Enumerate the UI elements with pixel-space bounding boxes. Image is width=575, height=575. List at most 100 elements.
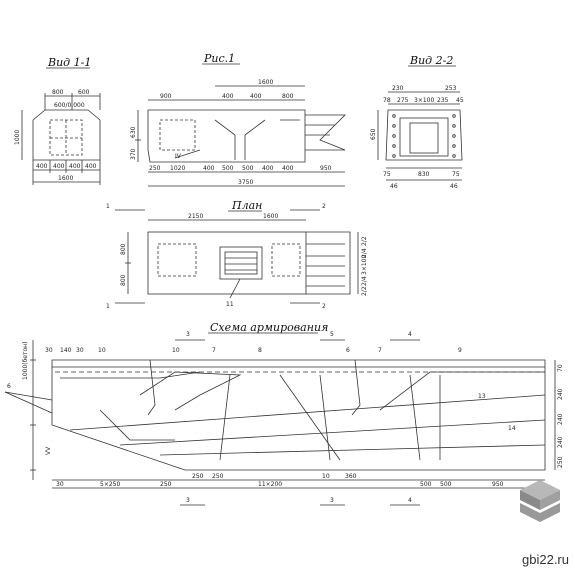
scheme-mark-8: 8 [258, 347, 262, 354]
dim-plan-top-0: 2150 [188, 213, 203, 220]
dim-plan-left-0: 800 [120, 243, 127, 255]
dim-fig-bot-2: 400 [203, 165, 215, 172]
dim-v22-bot2-1: 46 [450, 183, 458, 190]
dim-fig-bot-1: 1020 [170, 165, 185, 172]
title-fig-1: Рис.1 [203, 52, 235, 65]
dim-fig-bot-0: 250 [149, 165, 161, 172]
scheme-cut-3a: 3 [186, 331, 190, 338]
plan-drawing [115, 209, 359, 304]
scheme-mark-9: 9 [458, 347, 462, 354]
scheme-right-1: 240 [557, 388, 564, 400]
dim-v22-mid-4: 45 [456, 97, 464, 104]
title-view-2-2: Вид 2-2 [409, 54, 453, 67]
scheme-bot-7: 360 [345, 473, 357, 480]
dim-plan-right-0: 2/2 [361, 236, 368, 246]
dim-view11-bot-0: 400 [36, 163, 48, 170]
scheme-right-0: 70 [557, 364, 564, 372]
plan-section-2b: 2 [322, 303, 326, 310]
scheme-mark-7b: 7 [378, 347, 382, 354]
dim-view11-bot-1: 400 [53, 163, 65, 170]
scheme-left2: VV [45, 446, 52, 455]
scheme-bot-5: 11×200 [258, 481, 282, 488]
dim-plan-right-3: 2/4 [361, 276, 368, 286]
dim-view11-top-1: 600 [78, 89, 90, 96]
scheme-cut-4b: 4 [408, 497, 412, 504]
dim-plan-top-1: 1600 [263, 213, 278, 220]
dim-fig-top-3: 800 [282, 93, 294, 100]
dim-plan-left-1: 800 [120, 274, 127, 286]
dim-fig-bot-6: 400 [282, 165, 294, 172]
dim-plan-right-4: 2/2 [361, 286, 368, 296]
scheme-bot-10: 950 [492, 481, 504, 488]
title-plan: План [231, 199, 262, 212]
dim-v22-bot-0: 75 [383, 171, 391, 178]
scheme-bot-8: 500 [420, 481, 432, 488]
dim-v22-bot-2: 75 [452, 171, 460, 178]
dim-v22-bot2-0: 46 [390, 183, 398, 190]
dim-fig-top-total: 1600 [258, 79, 273, 86]
dim-plan-right-1: 2/4 [361, 248, 368, 258]
dim-fig-top-1: 400 [222, 93, 234, 100]
scheme-cut-5: 5 [330, 331, 334, 338]
scheme-bot-6: 10 [322, 473, 330, 480]
view-2-2-drawing [377, 91, 463, 181]
plan-section-2a: 2 [322, 203, 326, 210]
dim-view11-left: 1000 [14, 130, 21, 145]
scheme-mark-10b: 10 [172, 347, 180, 354]
dim-v22-mid-3: 235 [437, 97, 449, 104]
dim-fig-left-1: 370 [130, 148, 137, 160]
dim-v22-mid-0: 78 [383, 97, 391, 104]
scheme-cut-3c: 3 [330, 497, 334, 504]
dim-v22-top-1: 253 [445, 85, 457, 92]
dim-fig-bot-4: 500 [242, 165, 254, 172]
scheme-right-2: 240 [557, 413, 564, 425]
scheme-bot-0: 30 [56, 481, 64, 488]
dim-v22-bot-1: 830 [418, 171, 430, 178]
scheme-mark-side-6: 6 [7, 383, 11, 390]
scheme-mark-side-14: 14 [508, 425, 516, 432]
dim-v22-mid-1: 275 [397, 97, 409, 104]
dim-v22-left: 650 [370, 128, 377, 140]
scheme-left-vert: 1000(бетон) [22, 342, 29, 380]
dim-fig-bot-5: 400 [262, 165, 274, 172]
scheme-mark-side-13: 13 [478, 393, 486, 400]
scheme-top-1: 140 [60, 347, 72, 354]
watermark-text: gbi22.ru [522, 552, 569, 567]
scheme-top-0: 30 [45, 347, 53, 354]
scheme-mark-10a: 10 [98, 347, 106, 354]
dim-fig-top-0: 900 [160, 93, 172, 100]
dim-fig-left-0: 630 [130, 126, 137, 138]
scheme-bot-9: 500 [440, 481, 452, 488]
scheme-cut-4a: 4 [408, 331, 412, 338]
scheme-cut-3b: 3 [186, 497, 190, 504]
fig1-drawing [135, 85, 346, 187]
gbi-logo-icon [520, 480, 560, 522]
scheme-right-3: 240 [557, 436, 564, 448]
scheme-drawing [4, 339, 556, 506]
view-1-1-drawing [21, 93, 101, 185]
scheme-mark-6: 6 [346, 347, 350, 354]
plan-section-1a: 1 [106, 203, 110, 210]
dim-view11-bot-2: 400 [69, 163, 81, 170]
scheme-bot-2: 250 [160, 481, 172, 488]
scheme-mark-7a: 7 [212, 347, 216, 354]
dim-view11-bot-3: 400 [85, 163, 97, 170]
scheme-bot-4: 250 [212, 473, 224, 480]
dim-view11-top-0: 800 [52, 89, 64, 96]
scheme-bot-1: 5×250 [100, 481, 120, 488]
title-view-1-1: Вид 1-1 [47, 56, 91, 69]
plan-section-1b: 1 [106, 303, 110, 310]
dim-view11-sub: 600/0,000 [54, 102, 85, 109]
dim-fig-label: IV [175, 153, 182, 160]
scheme-top-2: 30 [76, 347, 84, 354]
dim-fig-top-2: 400 [250, 93, 262, 100]
dim-fig-total: 3750 [238, 179, 253, 186]
plan-label-11: 11 [226, 301, 234, 308]
dim-view11-total: 1600 [58, 175, 73, 182]
dim-v22-top-0: 230 [392, 85, 404, 92]
scheme-bot-3: 250 [192, 473, 204, 480]
dim-v22-mid-2: 3×100 [414, 97, 434, 104]
dim-fig-bot-7: 950 [320, 165, 332, 172]
dim-plan-right-2: 3×100 [361, 255, 368, 275]
